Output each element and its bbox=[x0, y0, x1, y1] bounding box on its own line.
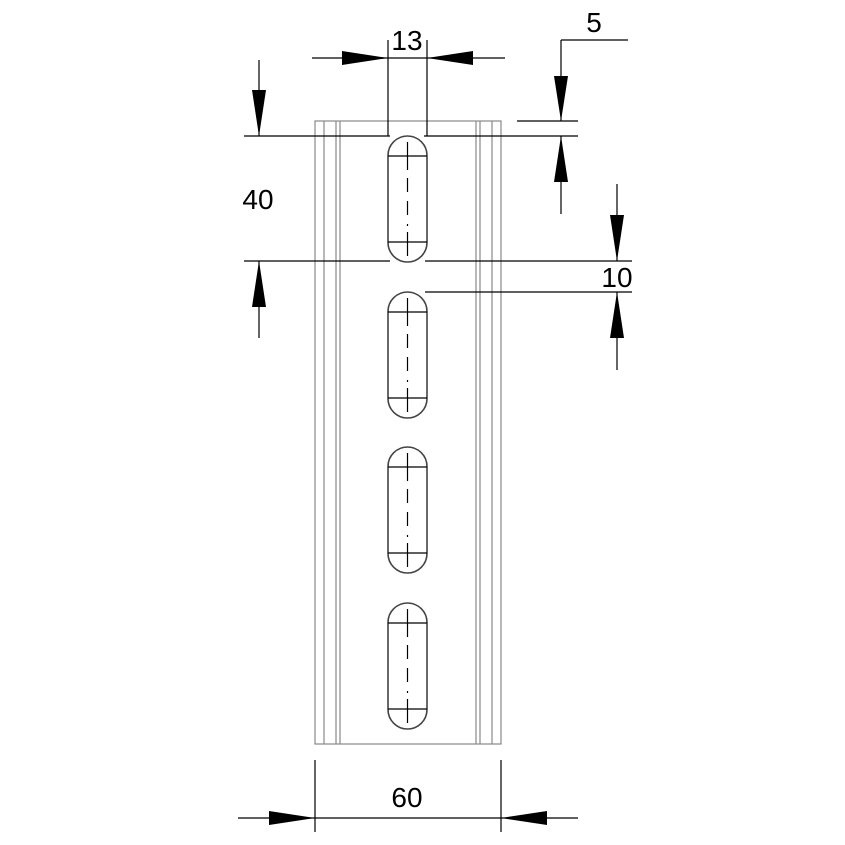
arrowhead bbox=[427, 51, 473, 65]
slot-outline bbox=[387, 291, 428, 419]
slot-outline bbox=[387, 446, 428, 574]
arrowhead bbox=[610, 215, 624, 261]
arrowhead bbox=[554, 136, 568, 182]
arrowhead bbox=[252, 261, 266, 307]
slot bbox=[387, 135, 428, 263]
arrowhead bbox=[610, 292, 624, 338]
slot-outline bbox=[387, 602, 428, 730]
dimension-label-top-offset: 5 bbox=[586, 7, 602, 38]
arrowhead bbox=[269, 811, 315, 825]
dimension-channel-width: 60 bbox=[238, 760, 578, 832]
slot bbox=[387, 602, 428, 730]
slot bbox=[387, 291, 428, 419]
arrowhead bbox=[252, 90, 266, 136]
slot bbox=[387, 446, 428, 574]
dimension-label-channel-width: 60 bbox=[391, 782, 422, 813]
arrowhead bbox=[342, 51, 388, 65]
arrowhead bbox=[554, 76, 568, 121]
dimension-label-slot-gap: 10 bbox=[601, 262, 632, 293]
slot-group bbox=[387, 135, 428, 730]
slot-outline bbox=[387, 135, 428, 263]
dimension-label-slot-width: 13 bbox=[391, 25, 422, 56]
channel-outline bbox=[314, 120, 502, 745]
dimension-top-offset: 5 bbox=[424, 7, 628, 214]
dimension-slot-length: 40 bbox=[242, 60, 390, 338]
dimension-label-slot-length: 40 bbox=[242, 184, 273, 215]
channel-body bbox=[314, 120, 502, 745]
dimension-slot-gap: 10 bbox=[425, 184, 633, 370]
arrowhead bbox=[501, 811, 547, 825]
dimension-slot-width: 13 bbox=[312, 25, 505, 136]
